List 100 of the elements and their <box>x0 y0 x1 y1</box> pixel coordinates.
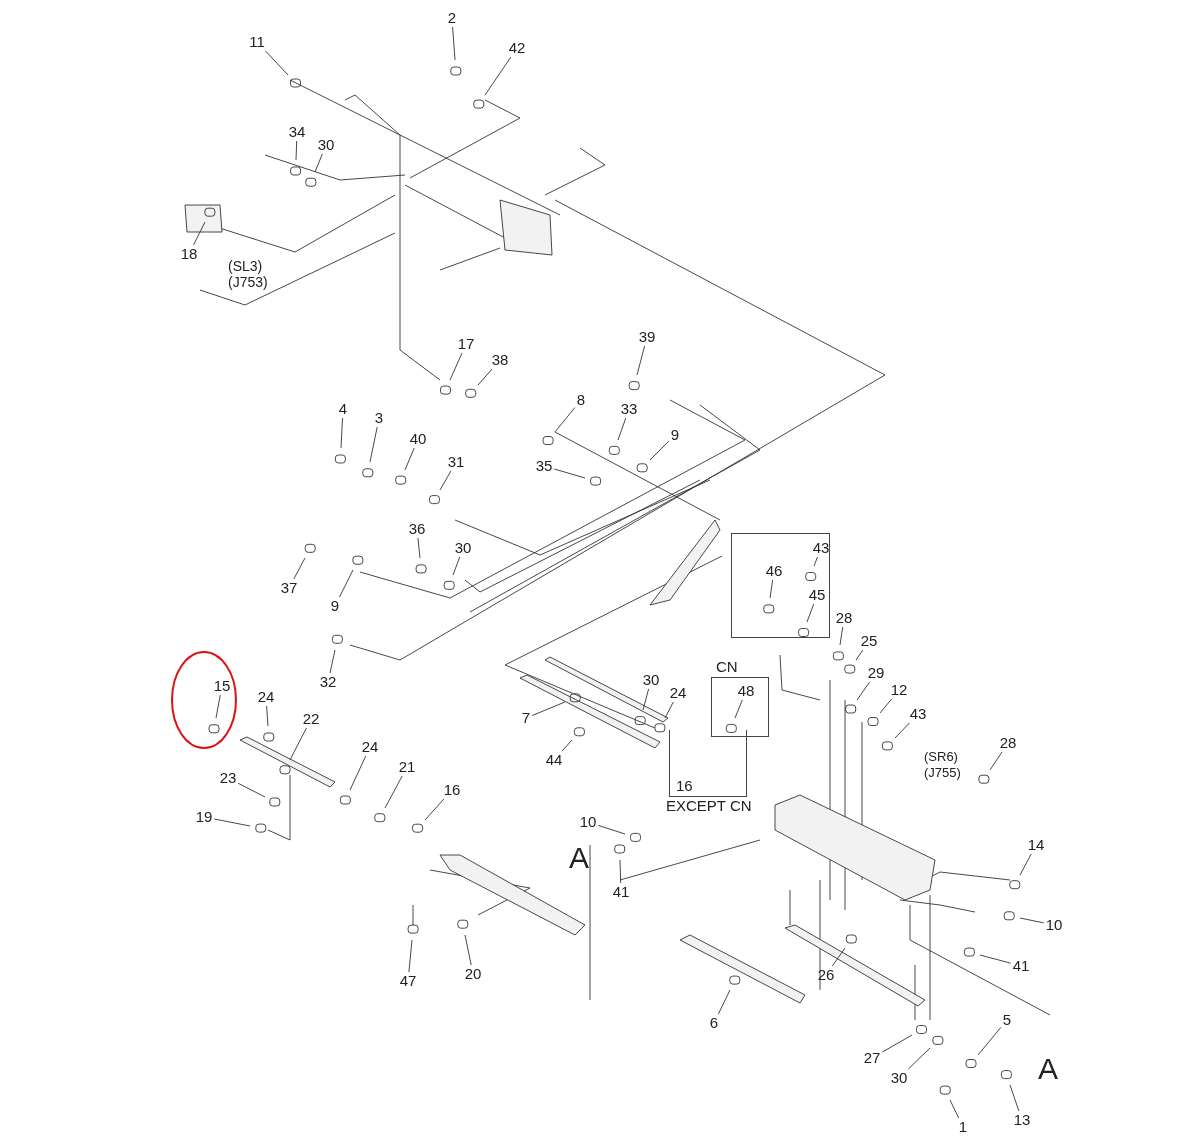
leader-line <box>340 417 343 449</box>
callout-number: 29 <box>866 665 886 681</box>
leader-line <box>989 751 1003 771</box>
leader-line <box>979 954 1012 964</box>
callout-number: 8 <box>575 392 587 408</box>
leader-line <box>408 939 413 973</box>
callout-number: 30 <box>316 137 336 153</box>
callout-number: 23 <box>218 770 238 786</box>
leader-line <box>424 798 445 821</box>
callout-number: 44 <box>544 752 564 768</box>
leader-line <box>213 818 251 827</box>
leader-line <box>717 989 731 1015</box>
leader-line <box>907 1047 931 1070</box>
leader-line <box>439 470 452 491</box>
callout-number: 35 <box>534 458 554 474</box>
callout-number: 39 <box>637 329 657 345</box>
view-marker-letter: A <box>1038 1053 1058 1085</box>
callout-number: 24 <box>668 685 688 701</box>
leader-line <box>894 722 910 739</box>
leader-line <box>597 824 626 835</box>
callout-number: 37 <box>279 580 299 596</box>
leader-line <box>369 426 378 463</box>
leader-line <box>734 699 743 719</box>
bracket-frame <box>731 533 830 638</box>
leader-line <box>1019 853 1032 876</box>
callout-number: 45 <box>807 587 827 603</box>
leader-line <box>295 140 298 161</box>
leader-line <box>452 26 456 61</box>
leader-line <box>484 56 512 96</box>
callout-number: 46 <box>764 563 784 579</box>
leader-line <box>839 626 844 646</box>
callout-number: 40 <box>408 431 428 447</box>
callout-number: 31 <box>446 454 466 470</box>
leader-line <box>949 1099 960 1119</box>
leader-line <box>452 556 461 576</box>
leader-line <box>553 468 586 479</box>
leader-line <box>664 701 674 719</box>
leader-line <box>265 50 289 76</box>
connector-code: (J753) <box>228 274 268 290</box>
leader-line <box>617 417 627 441</box>
leader-line <box>477 368 493 386</box>
leader-line <box>449 352 463 381</box>
frame-label: EXCEPT CN <box>666 798 752 814</box>
leader-line <box>881 1034 913 1053</box>
callout-number: 10 <box>1044 917 1064 933</box>
callout-number: 5 <box>1001 1012 1013 1028</box>
callout-number: 43 <box>811 540 831 556</box>
leader-line <box>293 557 306 580</box>
leader-line <box>329 649 336 674</box>
callout-number: 24 <box>256 689 276 705</box>
leader-line <box>384 775 403 809</box>
callout-number: 11 <box>248 34 266 50</box>
callout-number: 7 <box>520 710 532 726</box>
leader-line <box>289 727 307 761</box>
leader-line <box>266 705 269 727</box>
callout-number: 26 <box>816 967 836 983</box>
leader-line <box>404 447 415 471</box>
callout-number: 2 <box>446 10 458 26</box>
callout-number: 14 <box>1026 837 1046 853</box>
leader-line <box>813 556 818 567</box>
callout-number: 12 <box>889 682 909 698</box>
leader-line <box>1019 917 1045 924</box>
callout-number: 30 <box>641 672 661 688</box>
leader-line <box>831 947 846 967</box>
callout-number: 42 <box>507 40 527 56</box>
callout-number: 9 <box>329 598 341 614</box>
leader-line <box>554 407 576 433</box>
callout-number: 4 <box>337 401 349 417</box>
callout-number: 13 <box>1012 1112 1032 1128</box>
callout-number: 28 <box>998 735 1018 751</box>
callout-number: 48 <box>736 683 756 699</box>
leader-line <box>806 603 815 623</box>
callout-number: 18 <box>179 246 199 262</box>
leader-line <box>856 681 871 701</box>
callout-number: 24 <box>360 739 380 755</box>
callout-number: 30 <box>453 540 473 556</box>
callout-number: 47 <box>398 973 418 989</box>
callout-number: 16 <box>442 782 462 798</box>
leader-line <box>314 153 323 173</box>
callout-number: 19 <box>194 809 214 825</box>
callout-number: 1 <box>957 1119 969 1135</box>
leader-line <box>561 739 573 752</box>
callout-number: 21 <box>397 759 417 775</box>
leader-line <box>649 440 670 461</box>
callout-number: 36 <box>407 521 427 537</box>
leader-line <box>769 579 774 599</box>
callout-number: 15 <box>212 678 232 694</box>
connector-code: (J755) <box>924 765 961 780</box>
callout-number: 38 <box>490 352 510 368</box>
leader-line <box>1009 1084 1020 1112</box>
leader-line <box>977 1026 1002 1056</box>
connector-code: (SL3) <box>228 258 263 274</box>
callout-number: 28 <box>834 610 854 626</box>
leader-line <box>636 345 646 376</box>
callout-number: 34 <box>287 124 307 140</box>
leader-line <box>642 688 650 711</box>
leader-line <box>879 698 893 714</box>
callout-number: 43 <box>908 706 928 722</box>
callout-number: 41 <box>611 884 631 900</box>
callout-number: 22 <box>301 711 321 727</box>
